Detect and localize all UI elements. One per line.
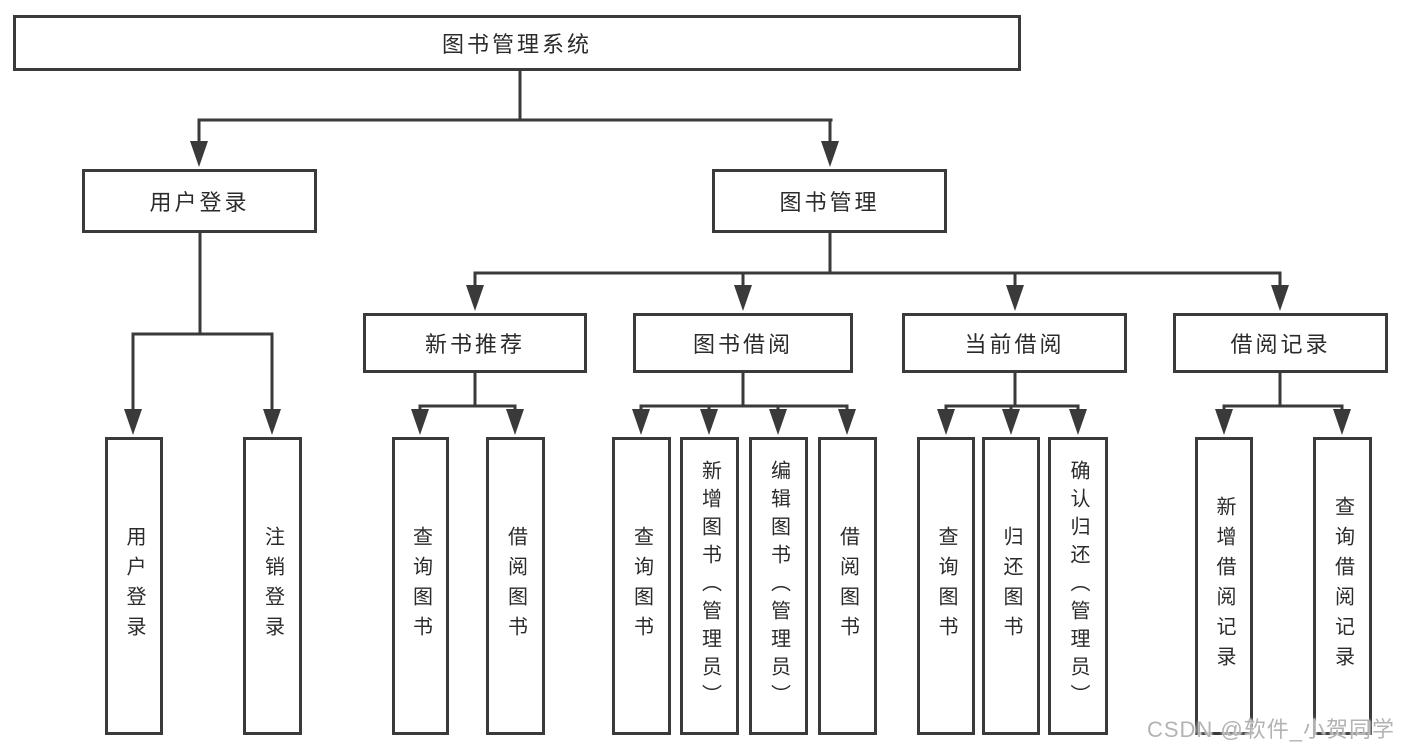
arrowhead [1006, 285, 1024, 311]
leaf-label: 查询借阅记录 [1331, 496, 1354, 676]
node-user-login: 用户登录 [82, 169, 317, 233]
leaf-add-borrow-record: 新增借阅记录 [1195, 437, 1253, 735]
leaf-label: 新增图书（管理员） [698, 460, 721, 712]
node-current-borrow: 当前借阅 [902, 313, 1127, 373]
arrowhead [632, 409, 650, 435]
node-label: 借阅记录 [1230, 332, 1331, 357]
connector-line [944, 371, 1080, 414]
connector-line [473, 231, 1282, 291]
node-book-management: 图书管理 [712, 169, 947, 233]
leaf-return-books: 归还图书 [982, 437, 1040, 735]
node-label: 用户登录 [149, 190, 250, 215]
leaf-user-login: 用户登录 [105, 437, 163, 735]
node-new-book-recommend: 新书推荐 [363, 313, 587, 373]
connector-line [418, 371, 517, 414]
node-borrow-records: 借阅记录 [1173, 313, 1388, 373]
node-label: 新书推荐 [424, 332, 525, 357]
leaf-label: 查询图书 [409, 526, 432, 646]
arrowhead [506, 409, 524, 435]
leaf-add-books-admin: 新增图书（管理员） [680, 437, 739, 735]
node-library-management-system: 图书管理系统 [13, 15, 1021, 71]
leaf-query-books-recommend: 查询图书 [392, 437, 449, 735]
leaf-label: 编辑图书（管理员） [767, 460, 790, 712]
connector-line [639, 371, 849, 414]
leaf-label: 新增借阅记录 [1213, 496, 1235, 676]
node-label: 图书借阅 [692, 332, 793, 357]
arrowhead [700, 409, 718, 435]
arrowhead [1333, 409, 1351, 435]
arrowhead [838, 409, 856, 435]
arrowhead [263, 409, 281, 435]
leaf-borrow-books-recommend: 借阅图书 [486, 437, 545, 735]
leaf-label: 归还图书 [1000, 526, 1022, 646]
leaf-confirm-return-admin: 确认归还（管理员） [1048, 437, 1108, 735]
leaf-label: 查询图书 [630, 526, 653, 646]
leaf-logout: 注销登录 [243, 437, 302, 735]
arrowhead [1069, 409, 1087, 435]
connector-line [1222, 371, 1344, 414]
leaf-query-books-current: 查询图书 [917, 437, 975, 735]
leaf-label: 查询图书 [935, 526, 957, 646]
leaf-label: 用户登录 [123, 526, 145, 646]
connector-line [131, 231, 274, 414]
leaf-edit-books-admin: 编辑图书（管理员） [749, 437, 808, 735]
leaf-label: 注销登录 [261, 526, 284, 646]
leaf-query-books-borrow: 查询图书 [612, 437, 671, 735]
node-label: 图书管理系统 [441, 32, 592, 57]
leaf-label: 借阅图书 [504, 526, 527, 646]
leaf-label: 借阅图书 [836, 526, 859, 646]
arrowhead [769, 409, 787, 435]
arrowhead [466, 285, 484, 311]
node-label: 当前借阅 [964, 332, 1065, 357]
arrowhead [1215, 409, 1233, 435]
arrowhead [1002, 409, 1020, 435]
leaf-query-borrow-record: 查询借阅记录 [1313, 437, 1372, 735]
leaf-borrow-books: 借阅图书 [818, 437, 877, 735]
arrowhead [1271, 285, 1289, 311]
arrowhead [937, 409, 955, 435]
leaf-label: 确认归还（管理员） [1067, 460, 1089, 712]
connector-line [197, 67, 833, 145]
arrowhead [411, 409, 429, 435]
arrowhead [821, 141, 839, 167]
node-book-borrow: 图书借阅 [633, 313, 853, 373]
watermark: CSDN @软件_小贺同学 [1146, 717, 1395, 742]
node-label: 图书管理 [779, 190, 880, 215]
arrowhead [190, 141, 208, 167]
arrowhead [734, 285, 752, 311]
arrowhead [124, 409, 142, 435]
